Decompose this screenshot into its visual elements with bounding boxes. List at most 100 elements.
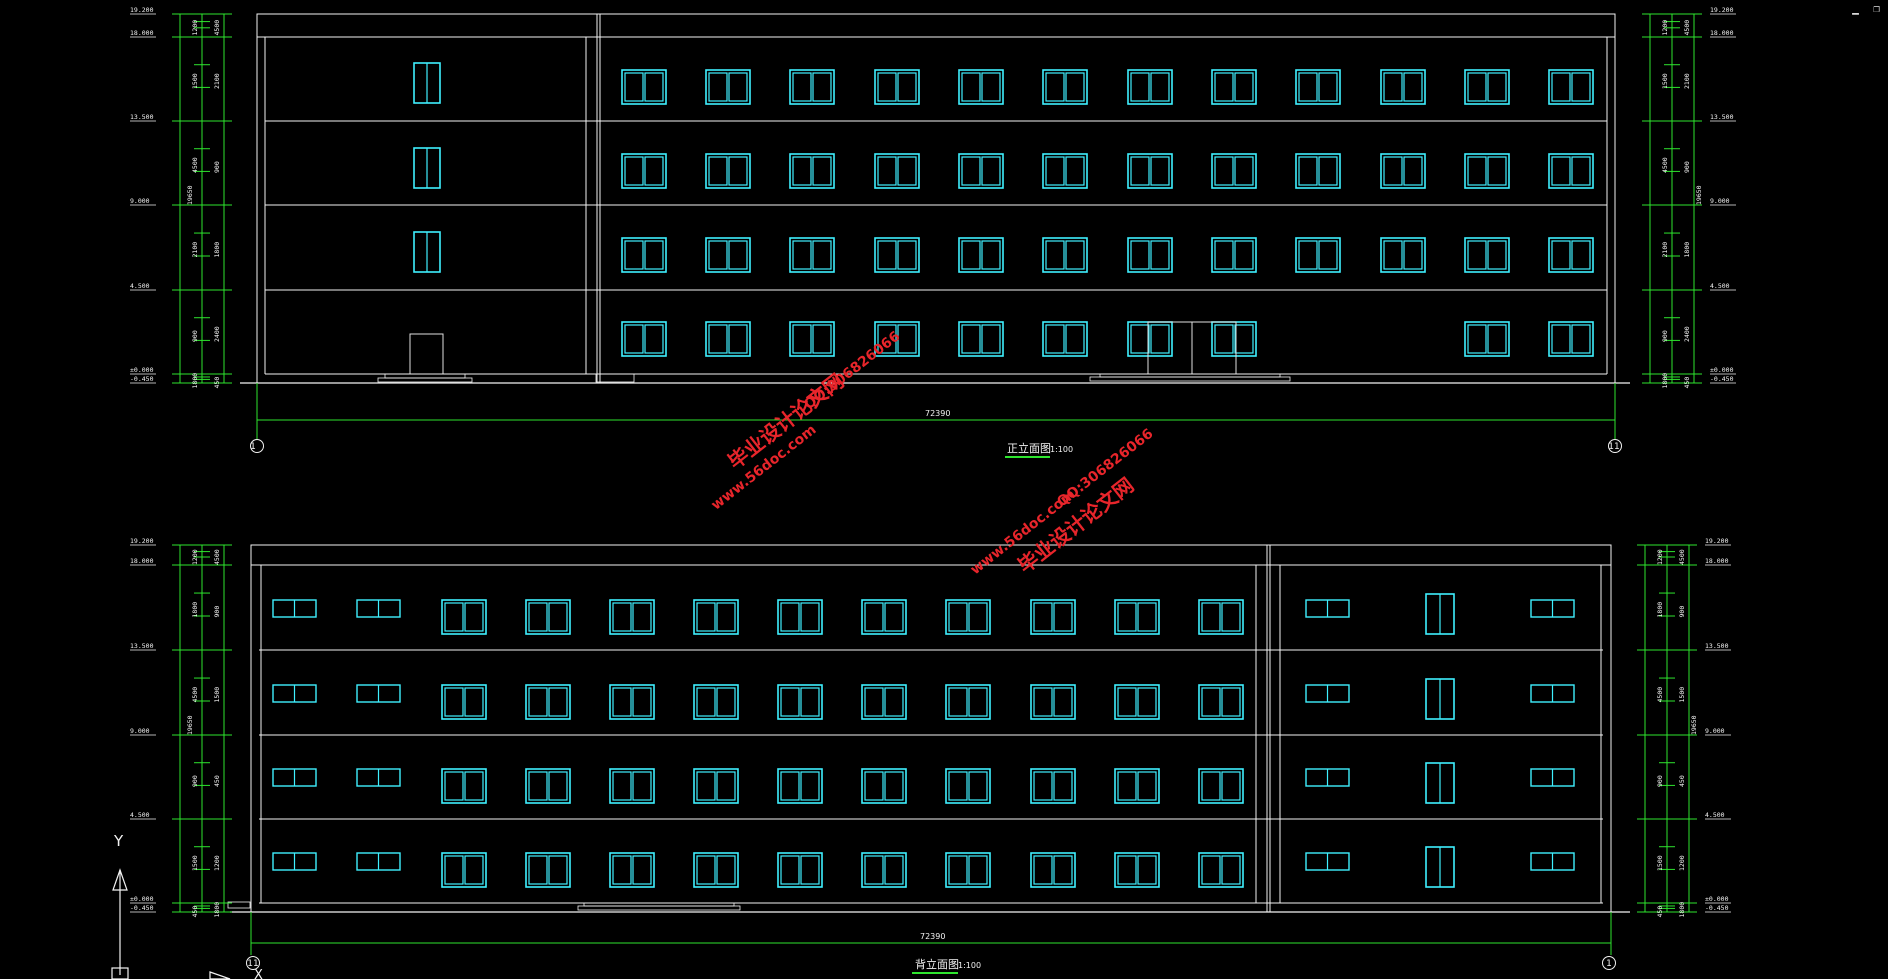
entry-step (577, 905, 741, 911)
window-sash (1130, 72, 1150, 102)
dimension-text: 1500 (1656, 855, 1664, 871)
window-sash (864, 855, 884, 885)
window-frame (945, 684, 991, 720)
level-text: 9.000 (1710, 197, 1730, 205)
window-double (1042, 69, 1088, 105)
window-frame (609, 684, 655, 720)
window-double (1464, 237, 1510, 273)
window-double (705, 237, 751, 273)
window-double (525, 599, 571, 635)
window-sash (548, 855, 568, 885)
level-text: 18.000 (130, 29, 154, 37)
window-double (1114, 599, 1160, 635)
window-sash (612, 855, 632, 885)
window-double (621, 153, 667, 189)
front-axis-left-label: 1 (250, 442, 256, 452)
window-sash (1065, 156, 1085, 186)
window-double (1198, 684, 1244, 720)
window-double (441, 768, 487, 804)
window-sash (1201, 855, 1221, 885)
window-sash (696, 687, 716, 717)
level-text: 19.200 (1705, 537, 1729, 545)
window-double (693, 599, 739, 635)
window-frame (789, 153, 835, 189)
window-sash (1201, 687, 1221, 717)
window-frame (693, 684, 739, 720)
window-sash (1150, 156, 1170, 186)
window-sash (897, 324, 917, 354)
window-sash (728, 240, 748, 270)
dimension-text: 4500 (191, 687, 199, 703)
window-sash (800, 771, 820, 801)
window-frame (705, 321, 751, 357)
rear-total-width: 72390 (920, 932, 945, 941)
window-double (874, 321, 920, 357)
window-frame (1042, 321, 1088, 357)
window-double (1127, 69, 1173, 105)
window-sash (864, 771, 884, 801)
dimension-text: 1200 (213, 855, 221, 871)
window-double (1042, 153, 1088, 189)
dimension-text: 1800 (1661, 373, 1669, 389)
window-double (621, 237, 667, 273)
window-double (1211, 69, 1257, 105)
level-text: ±0.000 (130, 895, 154, 903)
window-sash (877, 240, 897, 270)
window-sash (968, 602, 988, 632)
window-sash (624, 240, 644, 270)
window-sash (1214, 156, 1234, 186)
window-sash (1033, 687, 1053, 717)
window-sash (897, 156, 917, 186)
window-sash (528, 687, 548, 717)
window-double (1380, 237, 1426, 273)
dimension-text: 4500 (1656, 687, 1664, 703)
window-sash (961, 324, 981, 354)
rear-axis-left-bubble (246, 956, 260, 970)
window-small (272, 852, 317, 871)
window-frame (874, 69, 920, 105)
level-text: ±0.000 (1705, 895, 1729, 903)
window-sash (800, 687, 820, 717)
window-small (1530, 599, 1575, 618)
level-text: 4.500 (1710, 282, 1730, 290)
window-sash (1033, 855, 1053, 885)
window-double (705, 153, 751, 189)
window-sash (981, 240, 1001, 270)
window-double (1127, 237, 1173, 273)
window-double (1380, 153, 1426, 189)
level-text: 19.200 (1710, 6, 1734, 14)
window-frame (621, 153, 667, 189)
window-double (789, 153, 835, 189)
window-sash (800, 855, 820, 885)
window-sash (877, 324, 897, 354)
window-sash (612, 771, 632, 801)
window-double (1114, 768, 1160, 804)
window-sash (644, 156, 664, 186)
window-frame (1127, 237, 1173, 273)
window-sash (644, 324, 664, 354)
window-double (609, 768, 655, 804)
window-sash (1403, 240, 1423, 270)
window-sash (716, 602, 736, 632)
window-frame (621, 69, 667, 105)
window-frame (621, 237, 667, 273)
window-double (861, 599, 907, 635)
front-axis-right-bubble (1608, 439, 1622, 453)
window-sash (624, 156, 644, 186)
window-double (789, 321, 835, 357)
dimension-text: 1200 (191, 20, 199, 36)
window-double (1114, 684, 1160, 720)
window-frame (705, 69, 751, 105)
window-double (1464, 321, 1510, 357)
window-sash (1467, 324, 1487, 354)
restore-icon[interactable]: ❐ (1873, 2, 1880, 15)
minimize-icon[interactable]: ▁ (1852, 2, 1859, 15)
window-double (705, 321, 751, 357)
window-frame (693, 768, 739, 804)
rear-axis-right-label: 1 (1606, 959, 1612, 969)
window-double (945, 768, 991, 804)
window-sash (961, 156, 981, 186)
window-double (1211, 321, 1257, 357)
window-frame (1198, 852, 1244, 888)
